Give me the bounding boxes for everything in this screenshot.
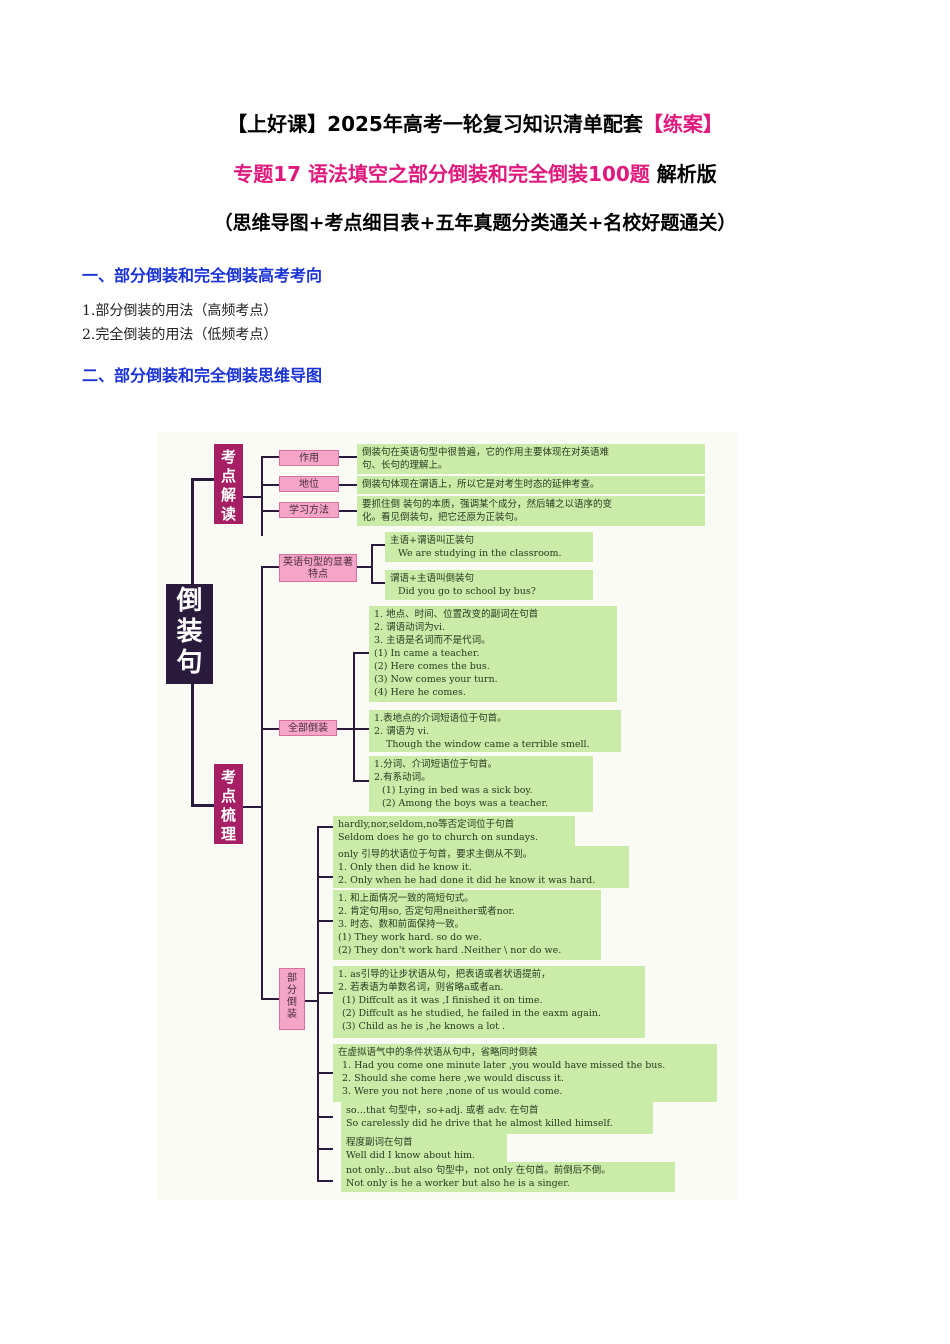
box-bufen-not-only: not only…but also 句型中，not only 在句首。前倒后不倒… (341, 1162, 675, 1192)
box-zhengzhuang: 主语+谓语叫正装句 We are studying in the classro… (385, 532, 593, 562)
box-diwei: 倒装句体现在谓语上，所以它是对考生时态的延伸考查。 (357, 476, 705, 494)
section1-heading: 一、部分倒装和完全倒装高考考向 (82, 266, 323, 285)
topic-title: 专题17 语法填空之部分倒装和完全倒装100题 (233, 162, 650, 186)
section1-item: 2.完全倒装的用法（低频考点） (82, 327, 278, 343)
box-bufen-fouding: hardly,nor,seldom,no等否定词位于句首 Seldom does… (333, 816, 575, 846)
box-bufen-chengdu: 程度副词在句首 Well did I know about him. (341, 1134, 507, 1164)
title-highlight: 【练案】 (642, 112, 723, 136)
box-bufen-xuni: 在虚拟语气中的条件状语从句中，省略同时倒装 1. Had you come on… (333, 1044, 717, 1102)
mindmap-root: 倒装句 (166, 584, 213, 684)
box-quanbu-1: 1. 地点、时间、位置改变的副词在句首 2. 谓语动词为vi. 3. 主语是名词… (369, 606, 617, 702)
box-xuexi-fangfa: 要抓住倒 装句的本质，强调某个成分，然后辅之以语序的变 化。看见倒装句，把它还原… (357, 496, 705, 526)
pill-quanbu-daozhuang: 全部倒装 (279, 720, 337, 736)
mind-map: 倒装句 考点解读 考点梳理 作用 地位 学习方法 英语句型的显著特点 全部倒装 … (157, 432, 737, 1200)
box-quanbu-2: 1.表地点的介词短语位于句首。 2. 谓语为 vi. Though the wi… (369, 710, 621, 752)
doc-subtitle: （思维导图+考点细目表+五年真题分类通关+名校好题通关） (213, 212, 737, 234)
pill-diwei: 地位 (279, 476, 339, 492)
box-bufen-only: only 引导的状语位于句首，要求主倒从不到。 1. Only then did… (333, 846, 629, 888)
doc-title-line2: 专题17 语法填空之部分倒装和完全倒装100题 解析版 (233, 162, 717, 186)
pill-tedian: 英语句型的显著特点 (279, 554, 357, 582)
section2-heading: 二、部分倒装和完全倒装思维导图 (82, 366, 323, 385)
box-daozhuang: 谓语+主语叫倒装句 Did you go to school by bus? (385, 570, 593, 600)
box-bufen-as: 1. as引导的让步状语从句，把表语或者状语提前， 2. 若表语为单数名词，则省… (333, 966, 645, 1038)
box-quanbu-3: 1.分词、介词短语位于句首。 2.有系动词。 (1) Lying in bed … (369, 756, 593, 812)
branch-kaodian-jiedu: 考点解读 (214, 444, 243, 524)
pill-bufen-daozhuang: 部分倒装 (279, 968, 305, 1030)
box-bufen-so-that: so…that 句型中，so+adj. 或者 adv. 在句首 So carel… (341, 1102, 653, 1134)
box-bufen-so-neither: 1. 和上面情况一致的简短句式。 2. 肯定句用so, 否定句用neither或… (333, 890, 601, 960)
box-zuoyong: 倒装句在英语句型中很普遍，它的作用主要体现在对英语难 句、长句的理解上。 (357, 444, 705, 474)
pill-zuoyong: 作用 (279, 450, 339, 466)
branch-kaodian-shuli: 考点梳理 (214, 764, 243, 844)
pill-xuexi-fangfa: 学习方法 (279, 502, 339, 518)
doc-title-line1: 【上好课】2025年高考一轮复习知识清单配套【练案】 (227, 112, 723, 136)
section1-item: 1.部分倒装的用法（高频考点） (82, 303, 278, 319)
